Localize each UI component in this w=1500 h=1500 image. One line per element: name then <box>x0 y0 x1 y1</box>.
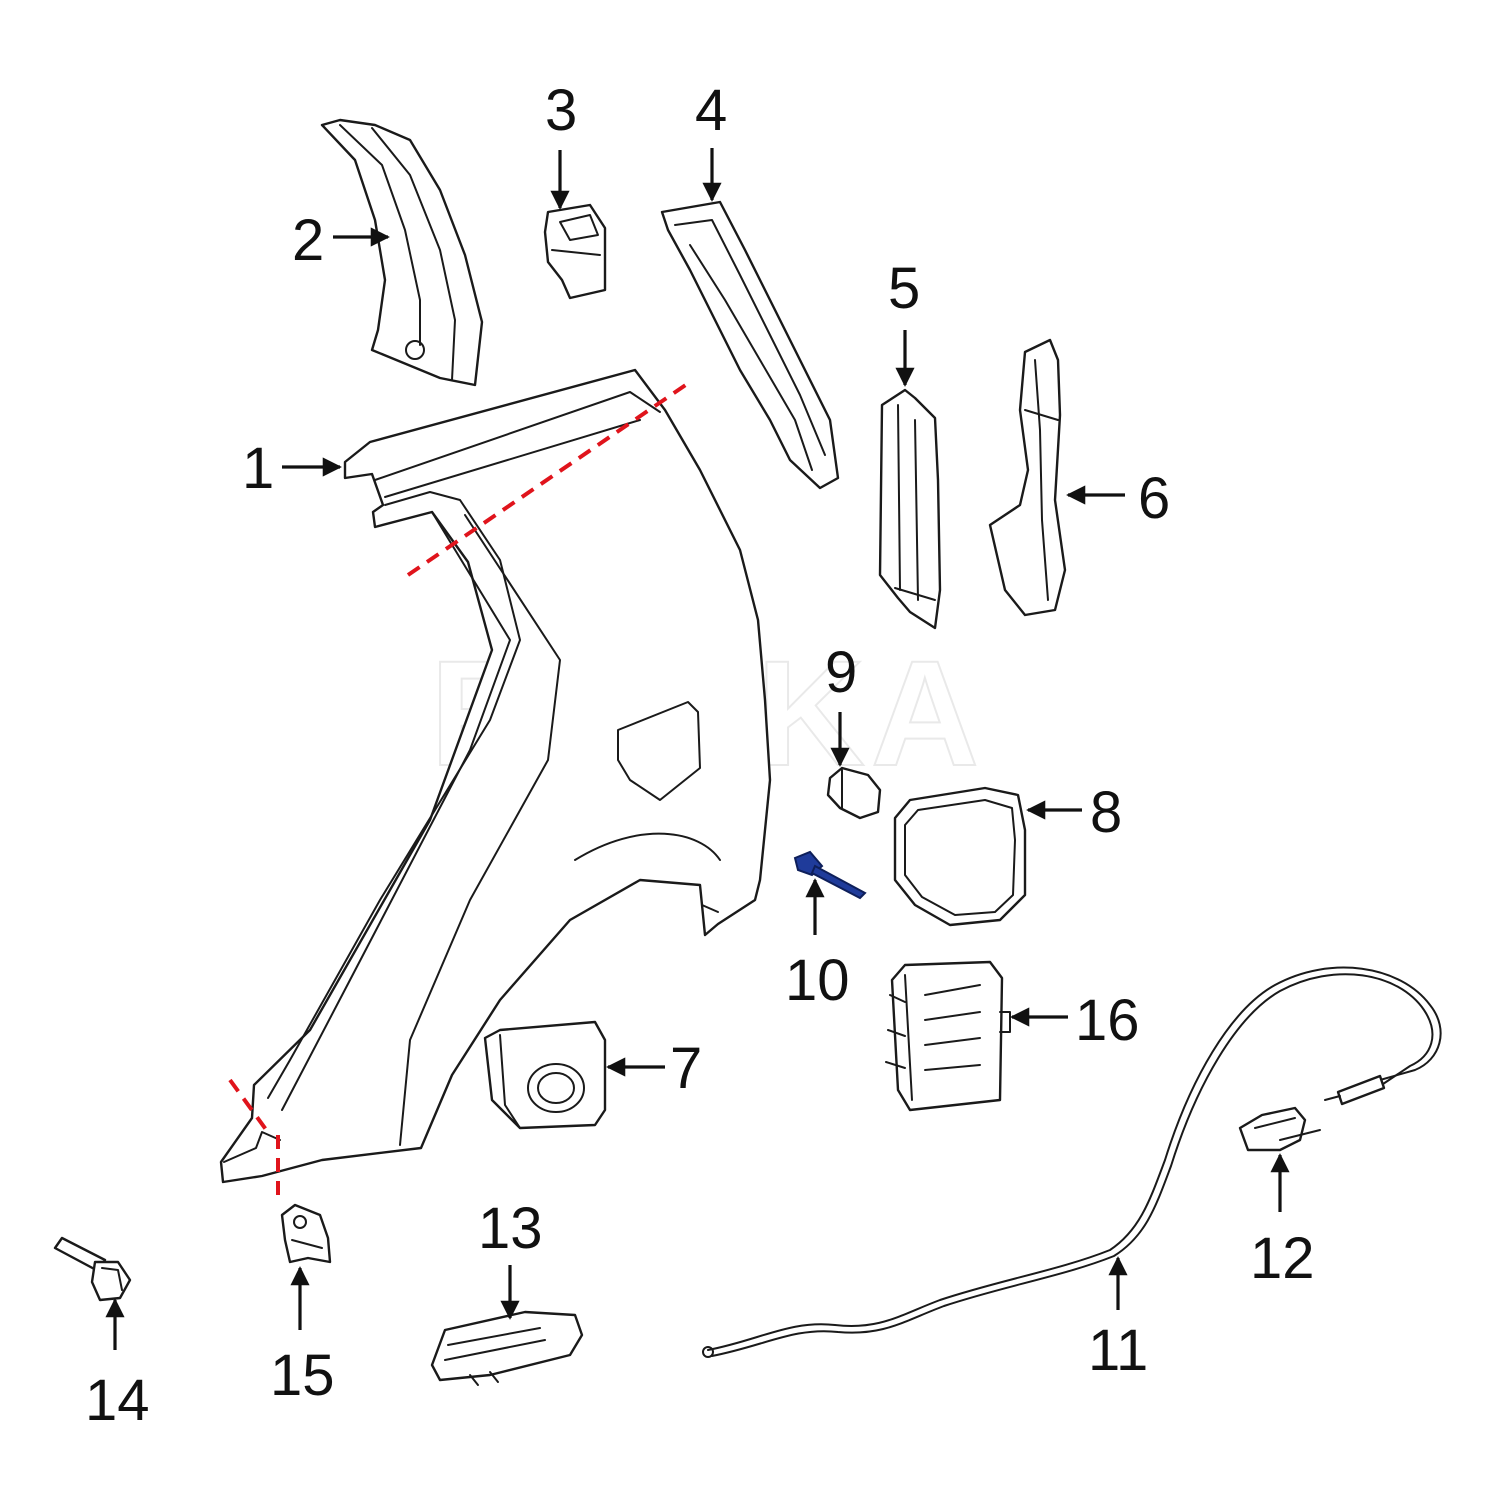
bumper-9 <box>826 766 882 820</box>
reinforcement-4 <box>660 200 840 490</box>
callout-2: 2 <box>292 208 324 273</box>
callout-4: 4 <box>695 78 727 143</box>
callout-10: 10 <box>785 948 850 1013</box>
callout-7: 7 <box>670 1036 702 1101</box>
callout-13: 13 <box>478 1196 543 1261</box>
quarter-panel <box>219 368 772 1184</box>
callout-1: 1 <box>242 436 274 501</box>
bolt-14 <box>53 1236 132 1302</box>
cut-lines <box>228 380 692 1200</box>
bracket-3 <box>543 203 607 300</box>
callout-9: 9 <box>825 640 857 705</box>
callout-14: 14 <box>85 1368 150 1433</box>
screw-10-highlighted <box>793 850 867 900</box>
fuel-door <box>893 786 1027 927</box>
callout-16: 16 <box>1075 988 1140 1053</box>
cable-clip-12 <box>1238 1106 1321 1152</box>
fuel-filler-pocket <box>483 1020 607 1130</box>
cut-line-rocker-1 <box>228 1078 272 1137</box>
callout-15: 15 <box>270 1343 335 1408</box>
pillar-reinforcement <box>320 118 484 387</box>
cut-line-roof <box>406 380 692 577</box>
callout-12: 12 <box>1250 1226 1315 1291</box>
callout-11: 11 <box>1088 1318 1148 1383</box>
release-cable-11 <box>702 966 1442 1358</box>
bracket-15 <box>280 1203 332 1264</box>
callout-8: 8 <box>1090 780 1122 845</box>
leader-arrows <box>105 148 1290 1350</box>
callout-labels: 1 2 3 4 5 6 7 8 9 10 11 12 13 14 15 16 <box>85 78 1315 1433</box>
callout-5: 5 <box>888 256 920 321</box>
callout-3: 3 <box>545 78 577 143</box>
trim-13 <box>430 1310 584 1386</box>
bracket-6 <box>988 338 1067 617</box>
bracket-5 <box>878 388 942 630</box>
housing-16 <box>885 960 1011 1112</box>
callout-6: 6 <box>1138 466 1170 531</box>
